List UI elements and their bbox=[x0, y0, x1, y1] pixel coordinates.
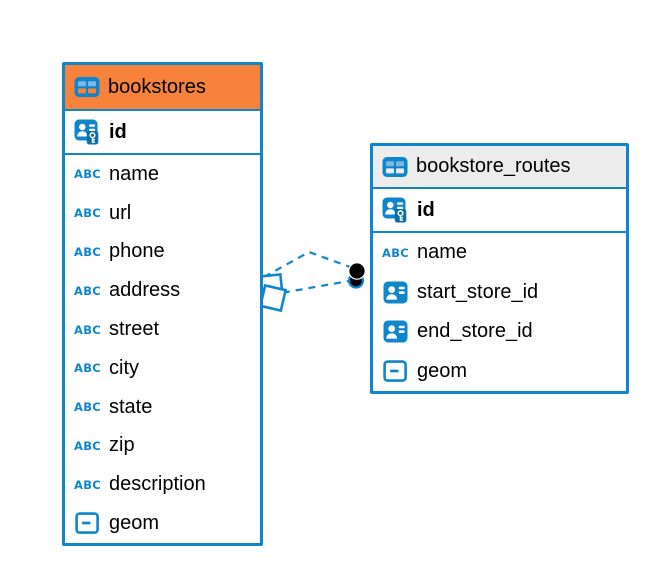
table-name: bookstore_routes bbox=[416, 155, 571, 177]
text-icon: ABC bbox=[74, 477, 102, 492]
column-name: city bbox=[109, 356, 139, 379]
column-name: state bbox=[109, 395, 153, 418]
table-header[interactable]: bookstores bbox=[65, 65, 260, 111]
column-row-id[interactable]: id bbox=[373, 189, 626, 233]
column-name: zip bbox=[109, 434, 135, 457]
table-columns: id ABC name start_store_id end_store_id bbox=[373, 189, 626, 391]
geometry-icon bbox=[74, 510, 101, 537]
column-row-start_store_id[interactable]: start_store_id bbox=[373, 272, 626, 312]
foreign-key-icon bbox=[382, 318, 409, 345]
column-name: url bbox=[109, 201, 132, 224]
column-name: id bbox=[417, 198, 435, 221]
geometry-icon bbox=[382, 358, 409, 385]
column-name: end_store_id bbox=[417, 320, 533, 343]
column-row-zip[interactable]: ABC zip bbox=[65, 426, 260, 466]
column-row-url[interactable]: ABC url bbox=[65, 193, 260, 233]
column-name: geom bbox=[109, 512, 160, 535]
filled-dot-marker[interactable] bbox=[347, 262, 366, 289]
relationship-line-1[interactable] bbox=[263, 250, 351, 278]
column-name: street bbox=[109, 318, 160, 341]
column-row-geom[interactable]: geom bbox=[373, 351, 626, 391]
column-name: id bbox=[109, 120, 127, 143]
column-name: start_store_id bbox=[417, 280, 539, 303]
column-row-phone[interactable]: ABC phone bbox=[65, 232, 260, 272]
table-bookstores[interactable]: bookstores id ABC name ABC url ABC phone bbox=[62, 62, 263, 546]
text-icon: ABC bbox=[74, 167, 102, 182]
foreign-key-icon bbox=[382, 279, 409, 306]
column-name: phone bbox=[109, 240, 165, 263]
column-name: address bbox=[109, 279, 181, 302]
primary-key-icon bbox=[382, 197, 409, 224]
text-icon: ABC bbox=[74, 400, 102, 415]
text-icon: ABC bbox=[74, 361, 102, 376]
column-row-street[interactable]: ABC street bbox=[65, 310, 260, 349]
text-icon: ABC bbox=[74, 244, 102, 259]
table-icon bbox=[381, 153, 408, 180]
table-name: bookstores bbox=[108, 75, 206, 98]
table-icon bbox=[73, 74, 100, 101]
column-row-address[interactable]: ABC address bbox=[65, 271, 260, 311]
column-row-geom[interactable]: geom bbox=[65, 504, 260, 543]
column-row-state[interactable]: ABC state bbox=[65, 387, 260, 427]
column-row-description[interactable]: ABC description bbox=[65, 465, 260, 505]
column-row-name[interactable]: ABC name bbox=[373, 233, 626, 273]
primary-key-icon bbox=[74, 119, 101, 146]
column-row-name[interactable]: ABC name bbox=[65, 155, 260, 194]
overlapping-squares-marker[interactable] bbox=[258, 273, 288, 313]
column-name: name bbox=[109, 162, 160, 185]
column-row-city[interactable]: ABC city bbox=[65, 348, 260, 388]
column-row-id[interactable]: id bbox=[65, 111, 260, 155]
column-name: name bbox=[417, 241, 468, 264]
column-name: geom bbox=[417, 359, 468, 382]
text-icon: ABC bbox=[382, 245, 410, 260]
column-row-end_store_id[interactable]: end_store_id bbox=[373, 312, 626, 352]
table-bookstore_routes[interactable]: bookstore_routes id ABC name bbox=[370, 143, 629, 394]
column-name: description bbox=[109, 473, 206, 496]
text-icon: ABC bbox=[74, 438, 102, 453]
text-icon: ABC bbox=[74, 206, 102, 221]
text-icon: ABC bbox=[74, 283, 102, 298]
table-columns: id ABC name ABC url ABC phone ABC addres… bbox=[65, 111, 260, 543]
text-icon: ABC bbox=[74, 322, 102, 337]
table-header[interactable]: bookstore_routes bbox=[373, 146, 626, 189]
